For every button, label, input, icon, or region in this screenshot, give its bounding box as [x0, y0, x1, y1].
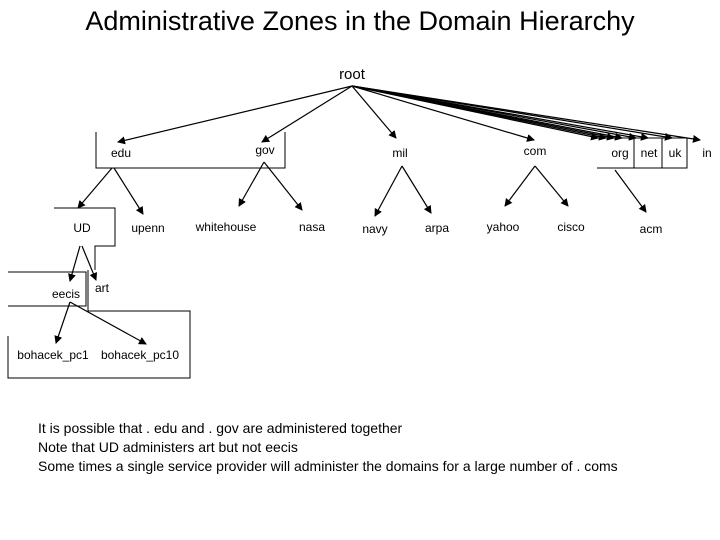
node-navy: navy	[362, 222, 387, 236]
note-line: It is possible that . edu and . gov are …	[38, 420, 403, 436]
tree-nodes: root edu gov mil com org net uk in UD up…	[17, 66, 711, 362]
edge-root-net-2	[351, 85, 649, 141]
zone-art-pc10-outline	[7, 270, 191, 379]
node-root: root	[339, 66, 366, 83]
node-whitehouse: whitehouse	[195, 220, 257, 234]
node-org: org	[611, 146, 628, 160]
zone-edu-gov-outline	[95, 132, 286, 169]
note-line: Some times a single service provider wil…	[38, 458, 618, 474]
note-line: Note that UD administers art but not eec…	[38, 439, 298, 455]
edge-gov-nasa	[263, 161, 303, 211]
edge-root-edu	[117, 85, 353, 145]
node-edu: edu	[111, 146, 131, 160]
notes-block: It is possible that . edu and . gov are …	[38, 419, 618, 476]
edge-org-acm	[614, 169, 647, 213]
node-yahoo: yahoo	[487, 220, 520, 234]
node-uk: uk	[669, 146, 683, 160]
node-gov: gov	[255, 143, 274, 157]
zone-ud-outline	[54, 207, 116, 270]
edge-root-mil	[351, 85, 397, 139]
node-in: in	[702, 146, 711, 160]
node-acm: acm	[640, 222, 663, 236]
edge-edu-upenn	[113, 167, 144, 215]
edge-root-gov	[261, 85, 353, 143]
node-upenn: upenn	[131, 221, 164, 235]
edge-eecis-pc1	[54, 301, 71, 344]
zone-eecis-outline	[8, 271, 87, 307]
edge-eecis-pc10	[69, 301, 147, 345]
edge-mil-arpa	[401, 165, 432, 214]
edge-com-yahoo	[504, 165, 536, 207]
node-com: com	[524, 144, 547, 158]
node-art: art	[95, 281, 110, 295]
zone-uk-outline	[662, 137, 688, 169]
node-net: net	[641, 146, 658, 160]
edge-com-cisco	[534, 165, 569, 207]
edge-root-in	[351, 85, 701, 143]
edge-mil-navy	[374, 165, 403, 217]
edge-root-com	[351, 85, 535, 142]
node-bohacek-pc10: bohacek_pc10	[101, 348, 179, 362]
node-arpa: arpa	[425, 221, 449, 235]
edge-gov-whitehouse	[238, 161, 265, 207]
node-bohacek-pc1: bohacek_pc1	[17, 348, 89, 362]
node-ud: UD	[73, 221, 91, 235]
tree-edges	[54, 85, 701, 345]
node-eecis: eecis	[52, 287, 80, 301]
edge-edu-ud	[77, 167, 113, 209]
edge-ud-eecis	[68, 245, 81, 282]
zone-outlines	[7, 132, 688, 379]
node-mil: mil	[392, 146, 407, 160]
node-cisco: cisco	[557, 220, 585, 234]
node-nasa: nasa	[299, 220, 325, 234]
edge-ud-art	[81, 245, 98, 281]
page-title: Administrative Zones in the Domain Hiera…	[85, 6, 635, 36]
